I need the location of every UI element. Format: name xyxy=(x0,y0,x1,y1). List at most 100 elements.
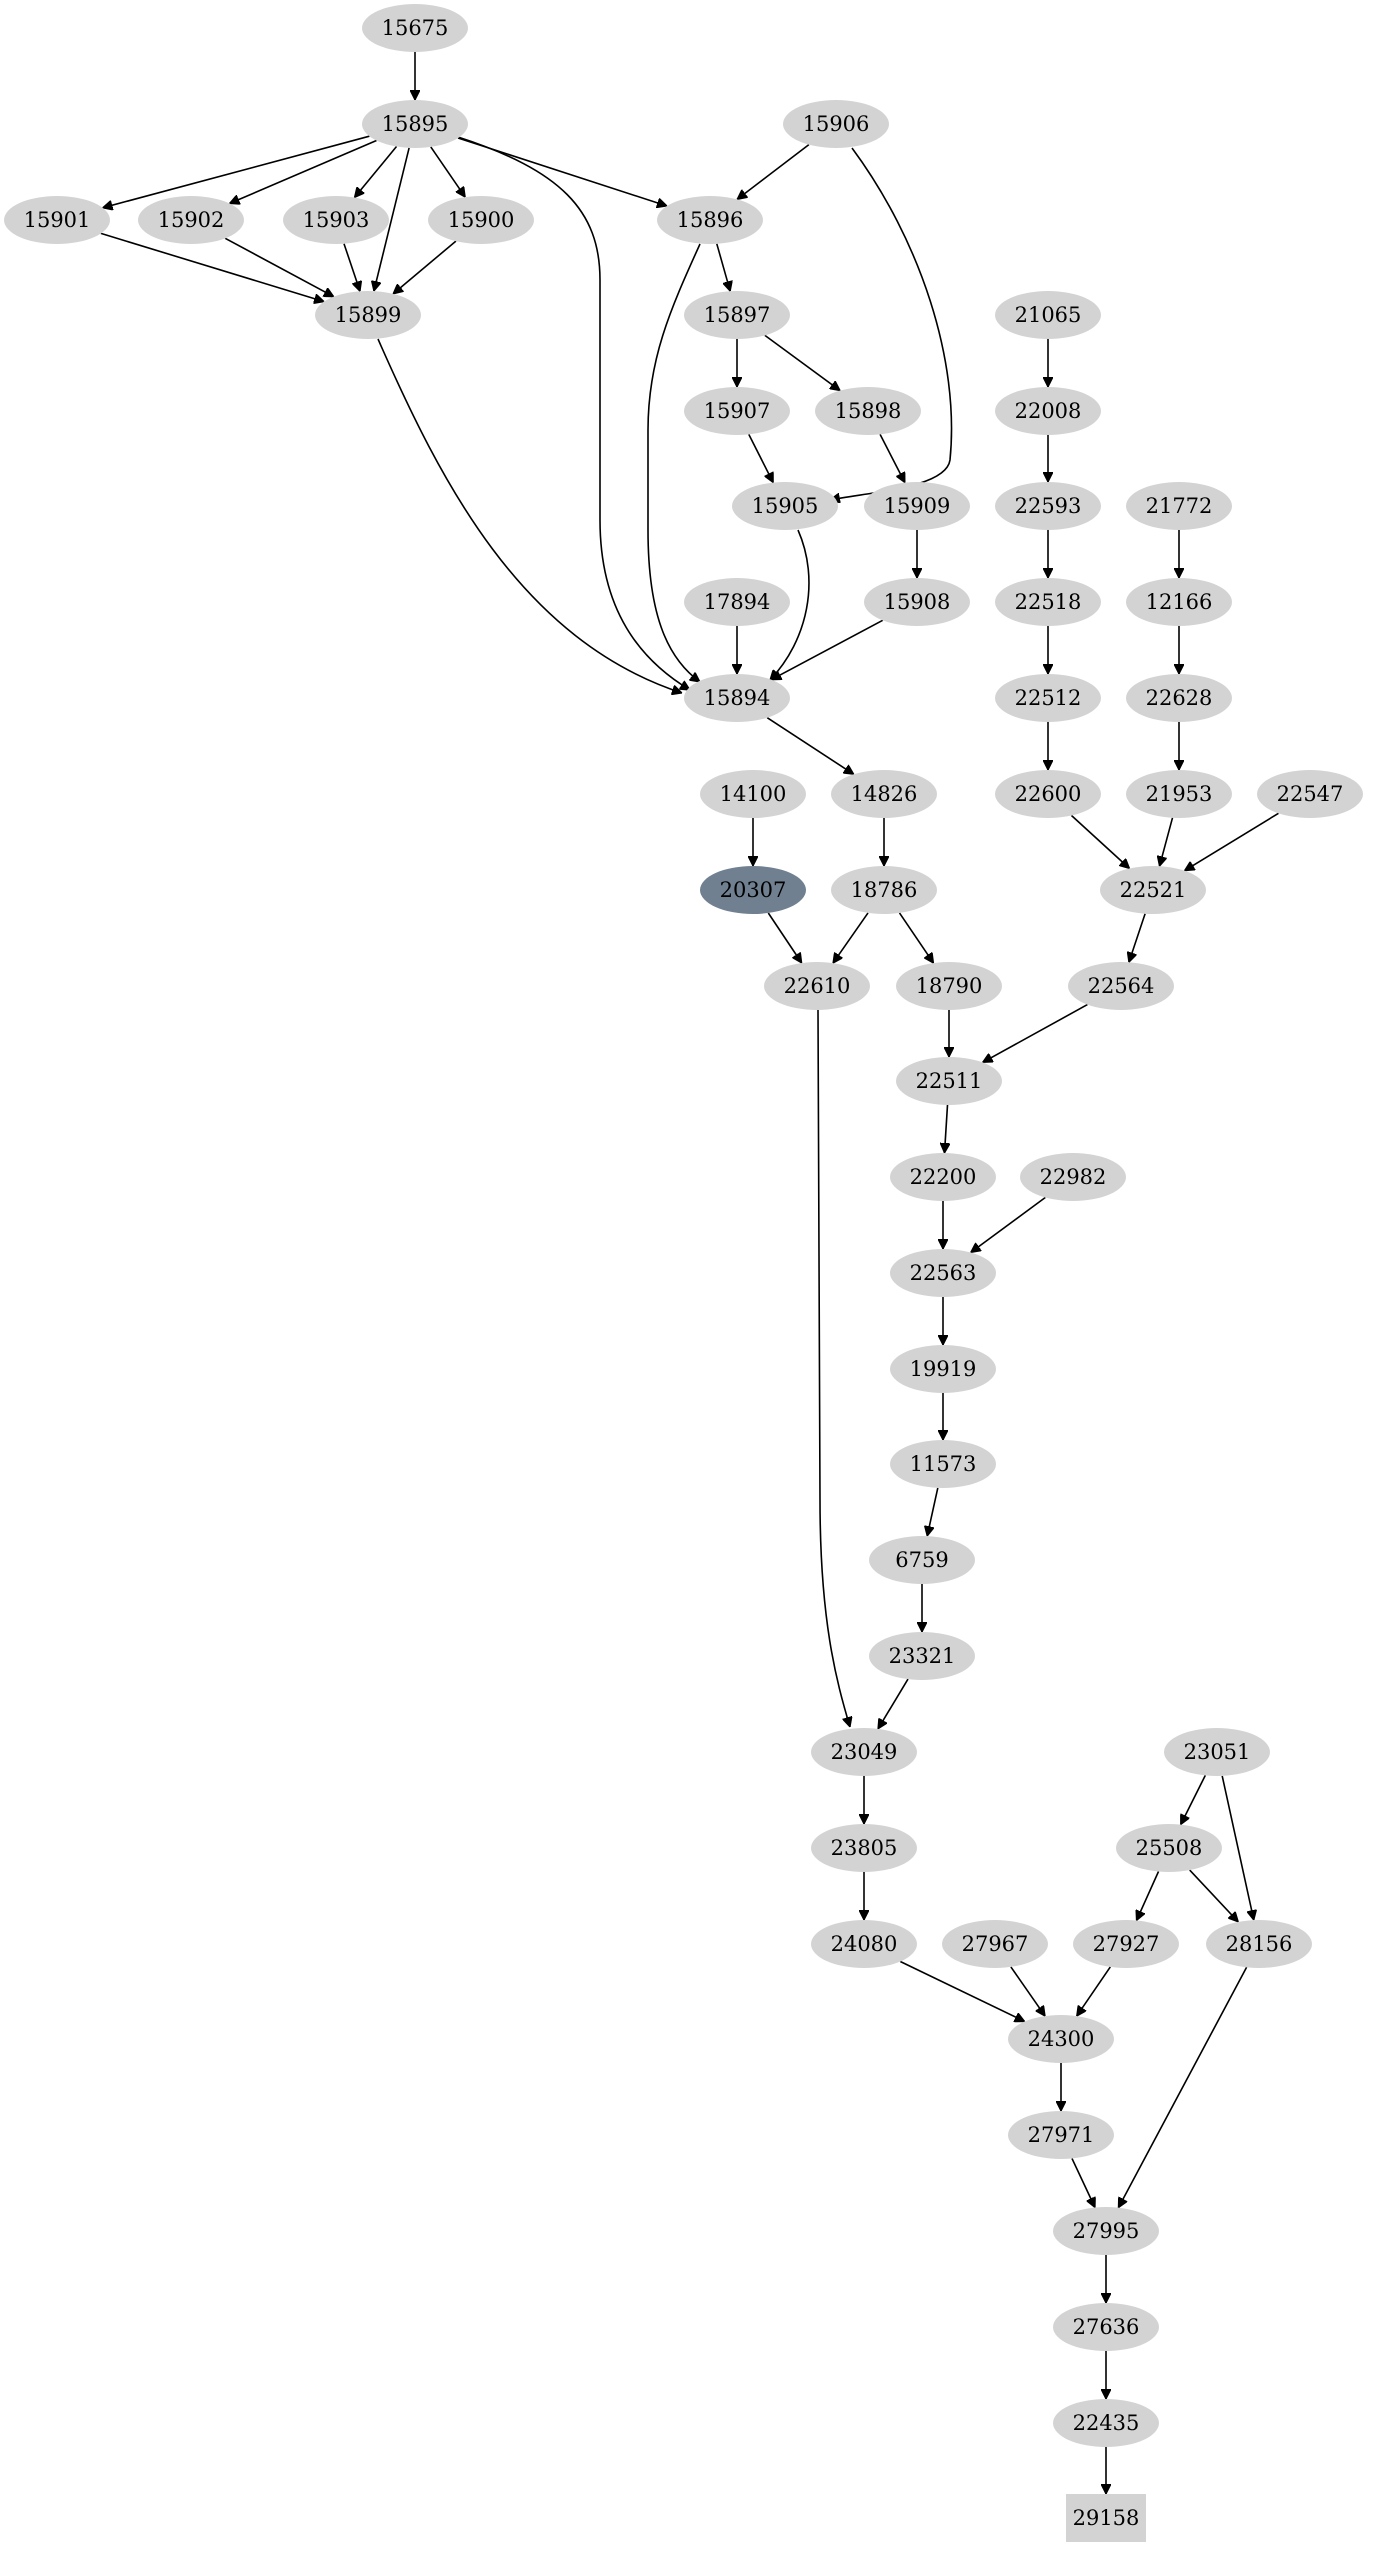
node-15908[interactable]: 15908 xyxy=(864,578,970,626)
node-shape xyxy=(890,1345,996,1393)
node-18786[interactable]: 18786 xyxy=(831,866,937,914)
node-23051[interactable]: 23051 xyxy=(1164,1728,1270,1776)
node-shape xyxy=(1164,1728,1270,1776)
node-27971[interactable]: 27971 xyxy=(1008,2111,1114,2159)
node-22435[interactable]: 22435 xyxy=(1053,2399,1159,2447)
node-24300[interactable]: 24300 xyxy=(1008,2015,1114,2063)
node-label: 27971 xyxy=(1028,2123,1095,2147)
node-15905[interactable]: 15905 xyxy=(732,482,838,530)
node-15900[interactable]: 15900 xyxy=(428,196,534,244)
node-15901[interactable]: 15901 xyxy=(4,196,110,244)
node-22982[interactable]: 22982 xyxy=(1020,1153,1126,1201)
node-shape xyxy=(995,291,1101,339)
node-shape xyxy=(890,1153,996,1201)
node-label: 21953 xyxy=(1146,782,1213,806)
edge-27971-to-27995 xyxy=(1071,2158,1095,2208)
node-15675[interactable]: 15675 xyxy=(362,4,468,52)
node-label: 21065 xyxy=(1015,303,1082,327)
node-19919[interactable]: 19919 xyxy=(890,1345,996,1393)
node-15896[interactable]: 15896 xyxy=(657,196,763,244)
node-6759[interactable]: 6759 xyxy=(869,1536,975,1584)
node-15903[interactable]: 15903 xyxy=(283,196,389,244)
node-22600[interactable]: 22600 xyxy=(995,770,1101,818)
node-shape xyxy=(1126,674,1232,722)
node-22200[interactable]: 22200 xyxy=(890,1153,996,1201)
node-15899[interactable]: 15899 xyxy=(315,291,421,339)
edge-15899-to-15894 xyxy=(377,338,682,693)
node-20307[interactable]: 20307 xyxy=(700,866,806,914)
edge-22547-to-22521 xyxy=(1185,812,1279,870)
node-15898[interactable]: 15898 xyxy=(815,387,921,435)
node-15894[interactable]: 15894 xyxy=(684,674,790,722)
node-22008[interactable]: 22008 xyxy=(995,387,1101,435)
node-29158[interactable]: 29158 xyxy=(1066,2494,1146,2542)
edge-15897-to-15898 xyxy=(764,334,840,390)
node-22547[interactable]: 22547 xyxy=(1257,770,1363,818)
node-22610[interactable]: 22610 xyxy=(764,962,870,1010)
node-25508[interactable]: 25508 xyxy=(1116,1824,1222,1872)
node-21772[interactable]: 21772 xyxy=(1126,482,1232,530)
node-shape xyxy=(1100,866,1206,914)
node-shape xyxy=(764,962,870,1010)
node-15895[interactable]: 15895 xyxy=(362,100,468,148)
edges-layer xyxy=(100,52,1279,2494)
node-21065[interactable]: 21065 xyxy=(995,291,1101,339)
node-23321[interactable]: 23321 xyxy=(869,1632,975,1680)
node-15906[interactable]: 15906 xyxy=(783,100,889,148)
edge-15903-to-15899 xyxy=(343,243,360,292)
node-22521[interactable]: 22521 xyxy=(1100,866,1206,914)
node-shape xyxy=(942,1920,1048,1968)
node-label: 22511 xyxy=(916,1069,983,1093)
node-label: 20307 xyxy=(720,878,787,902)
node-label: 22521 xyxy=(1120,878,1187,902)
edge-15895-to-15900 xyxy=(430,146,465,197)
edge-15906-to-15905 xyxy=(830,147,953,500)
node-27967[interactable]: 27967 xyxy=(942,1920,1048,1968)
node-12166[interactable]: 12166 xyxy=(1126,578,1232,626)
edge-25508-to-28156 xyxy=(1189,1869,1239,1922)
node-15897[interactable]: 15897 xyxy=(684,291,790,339)
node-27636[interactable]: 27636 xyxy=(1053,2303,1159,2351)
node-15907[interactable]: 15907 xyxy=(684,387,790,435)
node-27995[interactable]: 27995 xyxy=(1053,2207,1159,2255)
node-label: 22547 xyxy=(1277,782,1344,806)
node-label: 22982 xyxy=(1040,1165,1107,1189)
node-22512[interactable]: 22512 xyxy=(995,674,1101,722)
node-label: 15906 xyxy=(803,112,870,136)
node-14826[interactable]: 14826 xyxy=(831,770,937,818)
node-label: 22600 xyxy=(1015,782,1082,806)
node-22593[interactable]: 22593 xyxy=(995,482,1101,530)
node-18790[interactable]: 18790 xyxy=(896,962,1002,1010)
node-22518[interactable]: 22518 xyxy=(995,578,1101,626)
node-label: 22610 xyxy=(784,974,851,998)
node-23805[interactable]: 23805 xyxy=(811,1824,917,1872)
node-15909[interactable]: 15909 xyxy=(864,482,970,530)
node-label: 18790 xyxy=(916,974,983,998)
node-label: 22628 xyxy=(1146,686,1213,710)
node-23049[interactable]: 23049 xyxy=(811,1728,917,1776)
node-22564[interactable]: 22564 xyxy=(1068,962,1174,1010)
edge-22521-to-22564 xyxy=(1129,913,1146,963)
node-22628[interactable]: 22628 xyxy=(1126,674,1232,722)
node-11573[interactable]: 11573 xyxy=(890,1440,996,1488)
node-27927[interactable]: 27927 xyxy=(1073,1920,1179,1968)
node-shape xyxy=(362,4,468,52)
node-22563[interactable]: 22563 xyxy=(890,1249,996,1297)
node-shape xyxy=(1053,2399,1159,2447)
edge-18786-to-18790 xyxy=(898,912,934,963)
node-shape xyxy=(684,578,790,626)
node-shape xyxy=(657,196,763,244)
node-17894[interactable]: 17894 xyxy=(684,578,790,626)
node-15902[interactable]: 15902 xyxy=(138,196,244,244)
node-label: 15894 xyxy=(704,686,771,710)
node-22511[interactable]: 22511 xyxy=(896,1057,1002,1105)
node-shape xyxy=(1008,2111,1114,2159)
node-label: 12166 xyxy=(1146,590,1213,614)
node-24080[interactable]: 24080 xyxy=(811,1920,917,1968)
node-shape xyxy=(815,387,921,435)
node-14100[interactable]: 14100 xyxy=(700,770,806,818)
node-28156[interactable]: 28156 xyxy=(1206,1920,1312,1968)
node-label: 18786 xyxy=(851,878,918,902)
node-shape xyxy=(811,1824,917,1872)
node-21953[interactable]: 21953 xyxy=(1126,770,1232,818)
